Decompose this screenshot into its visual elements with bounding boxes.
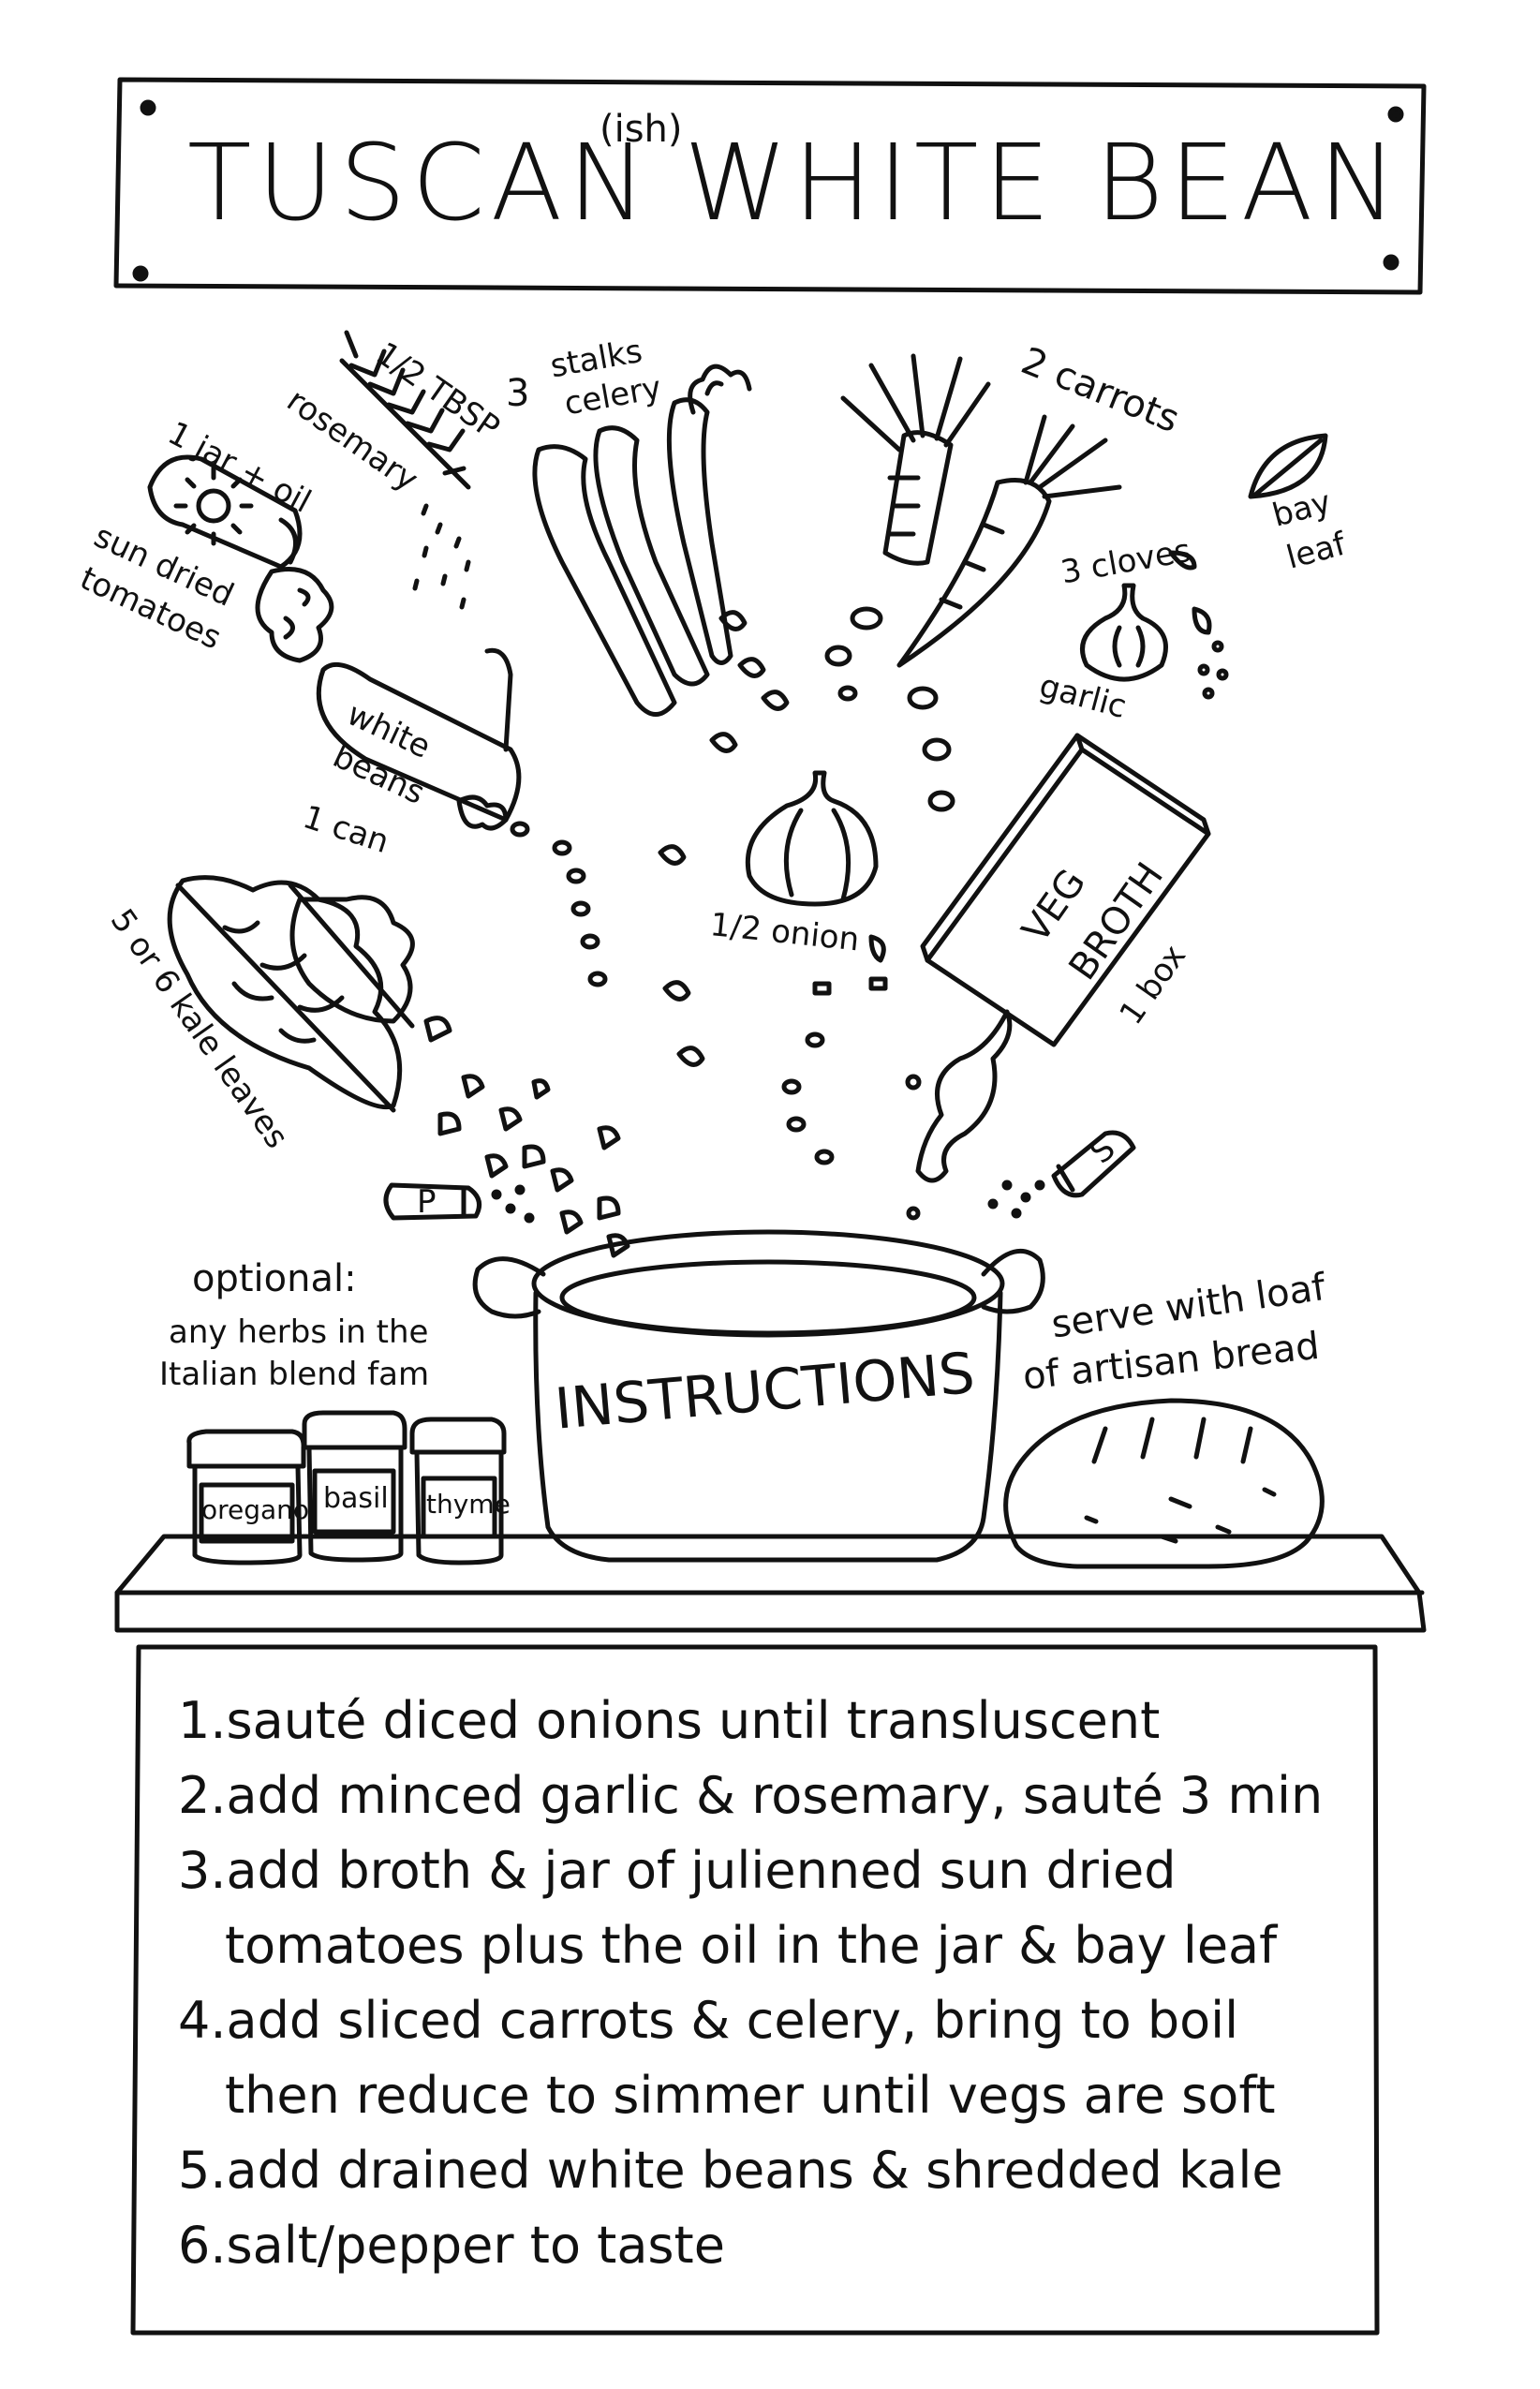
salt-shaker (987, 1130, 1136, 1219)
step-5: 5.add drained white beans & shredded kal… (178, 2145, 1283, 2196)
falling-ingredients (510, 610, 888, 1165)
step-text: then reduce to simmer until vegs are sof… (225, 2066, 1276, 2125)
step-number: 6. (178, 2216, 227, 2275)
step-text: add sliced carrots & celery, bring to bo… (226, 1991, 1239, 2050)
title-right: WHITE BEAN (684, 123, 1403, 245)
white-bean-can (316, 647, 522, 831)
counter-table (114, 1534, 1427, 1633)
title-left: TUSCAN (187, 123, 653, 245)
bay-leaf (1248, 433, 1328, 499)
step-number: 3. (178, 1841, 227, 1900)
soup-pot (472, 1229, 1045, 1563)
step-3-continued: tomatoes plus the oil in the jar & bay l… (225, 1921, 1277, 1971)
veg-broth-box (905, 733, 1211, 1221)
sun-dried-tomato-jar (147, 454, 334, 663)
celery-stalks (532, 364, 752, 717)
optional-line1: any herbs in the (169, 1313, 429, 1351)
garlic-bulb (1080, 550, 1229, 700)
step-number: 1. (178, 1691, 227, 1750)
onion-half (745, 770, 886, 963)
step-1: 1.sauté diced onions until transluscent (178, 1696, 1160, 1746)
step-4-continued: then reduce to simmer until vegs are sof… (225, 2070, 1276, 2121)
step-text: sauté diced onions until transluscent (226, 1691, 1161, 1750)
step-number: 5. (178, 2141, 227, 2200)
jar-label-oregano: oregano (201, 1494, 310, 1525)
carrot-slices (824, 606, 955, 812)
carrots (840, 353, 1122, 668)
instructions-board (130, 1644, 1380, 2336)
step-number: 4. (178, 1991, 227, 2050)
step-text: add drained white beans & shredded kale (226, 2141, 1283, 2200)
step-text: tomatoes plus the oil in the jar & bay l… (225, 1916, 1278, 1975)
pepper-shaker-label: P (417, 1183, 437, 1221)
step-4: 4.add sliced carrots & celery, bring to … (178, 1996, 1238, 2046)
title-sign (113, 77, 1427, 295)
jar-label-basil: basil (323, 1482, 389, 1515)
step-number: 2. (178, 1766, 227, 1825)
jar-label-thyme: thyme (426, 1489, 511, 1520)
rosemary-sprig (339, 330, 471, 610)
optional-heading: optional: (192, 1257, 357, 1300)
optional-line2: Italian blend fam (159, 1356, 430, 1393)
title-superscript: (ish) (600, 108, 683, 151)
step-6: 6.salt/pepper to taste (178, 2220, 725, 2271)
kale-leaves (167, 875, 630, 1258)
step-text: salt/pepper to taste (226, 2216, 725, 2275)
bread-loaf (1003, 1398, 1325, 1569)
step-3: 3.add broth & jar of julienned sun dried (178, 1846, 1176, 1896)
step-text: add broth & jar of julienned sun dried (226, 1841, 1177, 1900)
celery-amount-label: 3 (506, 372, 530, 415)
step-text: add minced garlic & rosemary, sauté 3 mi… (226, 1766, 1324, 1825)
pepper-shaker (383, 1182, 535, 1224)
step-2: 2.add minced garlic & rosemary, sauté 3 … (178, 1771, 1323, 1821)
